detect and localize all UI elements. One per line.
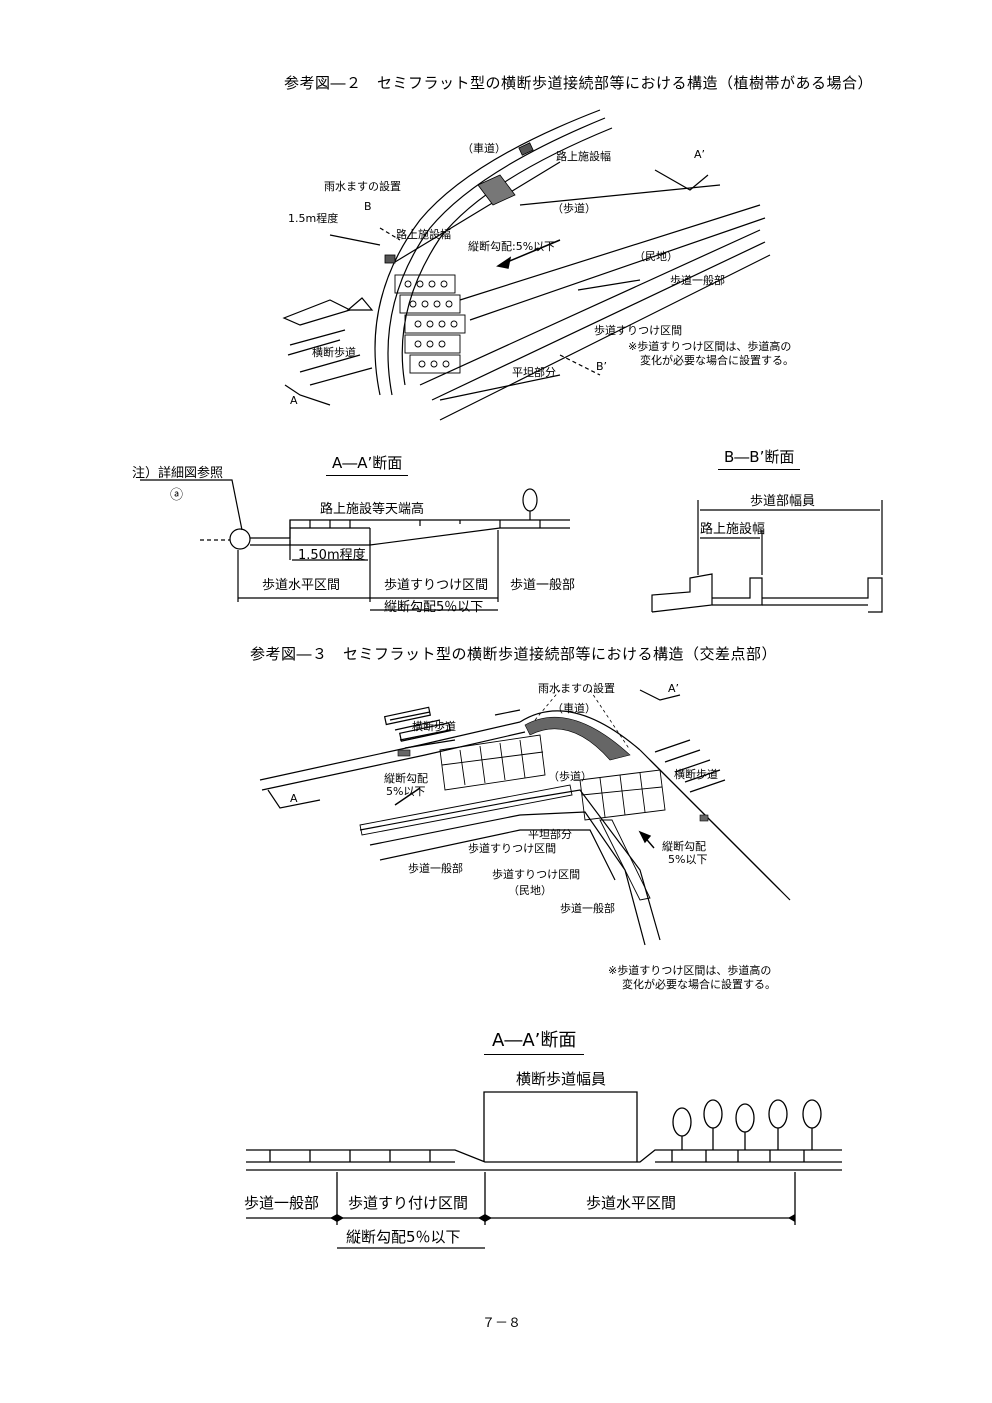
- fig2-b-label: B: [364, 200, 372, 213]
- fig3-usui-masu-label: 雨水ますの設置: [538, 682, 615, 695]
- fig3-shado-label: （車道）: [552, 702, 596, 715]
- fig2-bb-fukuin: 歩道部幅員: [750, 494, 816, 509]
- fig2-judan-label: 縦断勾配:5%以下: [468, 240, 556, 253]
- fig2-aa-circle-a: ⓐ: [170, 488, 184, 503]
- fig2-usui-masu-label: 雨水ますの設置: [324, 180, 401, 193]
- fig2-aa-ippan: 歩道一般部: [510, 578, 576, 593]
- fig3-judan-right-1: 縦断勾配: [662, 840, 706, 853]
- fig2-aa-kobai: 縦断勾配5％以下: [384, 600, 484, 615]
- fig3-ippan-right: 歩道一般部: [560, 902, 615, 915]
- fig3-aa-kobai: 縦断勾配5％以下: [346, 1228, 461, 1246]
- fig2-odan-hodo-label: 横断歩道: [312, 346, 356, 359]
- fig2-hodo-ippan-label: 歩道一般部: [670, 274, 725, 287]
- fig3-aa-odan-fukuin: 横断歩道幅員: [516, 1070, 607, 1088]
- fig3-aa-suihei: 歩道水平区間: [586, 1194, 677, 1212]
- fig2-note-line-1: ※歩道すりつけ区間は、歩道高の: [628, 340, 792, 353]
- fig2-rojo-label-1: 路上施設幅: [556, 150, 611, 163]
- fig2-suritsuke-label: 歩道すりつけ区間: [594, 324, 683, 337]
- fig3-judan-left-2: 5%以下: [386, 785, 426, 798]
- fig3-suritsuke-2: 歩道すりつけ区間: [492, 868, 581, 881]
- fig3-aa-section-title: A―A’断面: [484, 1026, 585, 1055]
- fig3-heitan-label: 平坦部分: [528, 828, 572, 841]
- fig2-aa-tenbata: 路上施設等天端高: [320, 502, 425, 517]
- fig3-a-label: A: [290, 792, 298, 805]
- fig2-a-prime-label: A’: [694, 148, 706, 161]
- fig2-aa-suritsuke: 歩道すりつけ区間: [384, 578, 489, 593]
- fig3-odan-hodo-left: 横断歩道: [412, 720, 456, 733]
- fig3-suritsuke-1: 歩道すりつけ区間: [468, 842, 557, 855]
- fig3-note-line-2: 変化が必要な場合に設置する。: [622, 978, 776, 991]
- fig2-title: 参考図―２ セミフラット型の横断歩道接続部等における構造（植樹帯がある場合）: [284, 74, 874, 92]
- fig2-aa-note: 注）詳細図参照: [132, 466, 224, 481]
- fig2-heitan-label: 平坦部分: [512, 366, 556, 379]
- fig2-aa-section-title: A―A’断面: [326, 452, 409, 476]
- fig3-note-line-1: ※歩道すりつけ区間は、歩道高の: [608, 964, 772, 977]
- page-number: ７－８: [482, 1316, 522, 1331]
- fig2-note-line-2: 変化が必要な場合に設置する。: [640, 354, 794, 367]
- fig2-b-prime-label: B’: [596, 360, 608, 373]
- fig2-15m-label: 1.5m程度: [288, 212, 339, 225]
- fig2-aa-150m: 1.50m程度: [298, 548, 366, 563]
- fig2-rojo-label-2: 路上施設幅: [396, 228, 451, 241]
- fig2-aa-suihei: 歩道水平区間: [262, 578, 341, 593]
- fig3-hodo-label: （歩道）: [548, 770, 592, 783]
- fig2-minchi-label: （民地）: [634, 250, 678, 263]
- fig3-judan-left-1: 縦断勾配: [384, 772, 428, 785]
- fig2-hodo-label: （歩道）: [552, 202, 596, 215]
- fig3-ippan-left: 歩道一般部: [408, 862, 463, 875]
- fig3-odan-hodo-right: 横断歩道: [674, 768, 718, 781]
- fig3-aa-ippan: 歩道一般部: [244, 1194, 320, 1212]
- fig2-bb-rojo: 路上施設幅: [700, 522, 766, 537]
- fig3-a-prime-label: A’: [668, 682, 680, 695]
- fig3-minchi-label: （民地）: [508, 884, 552, 897]
- fig3-aa-suritsuke: 歩道すり付け区間: [348, 1194, 469, 1212]
- fig2-shado-label: （車道）: [462, 142, 506, 155]
- fig2-a-label: A: [290, 394, 298, 407]
- fig3-title: 参考図―３ セミフラット型の横断歩道接続部等における構造（交差点部）: [250, 645, 778, 663]
- fig2-bb-section-title: B―B’断面: [718, 446, 801, 470]
- fig3-judan-right-2: 5%以下: [668, 853, 708, 866]
